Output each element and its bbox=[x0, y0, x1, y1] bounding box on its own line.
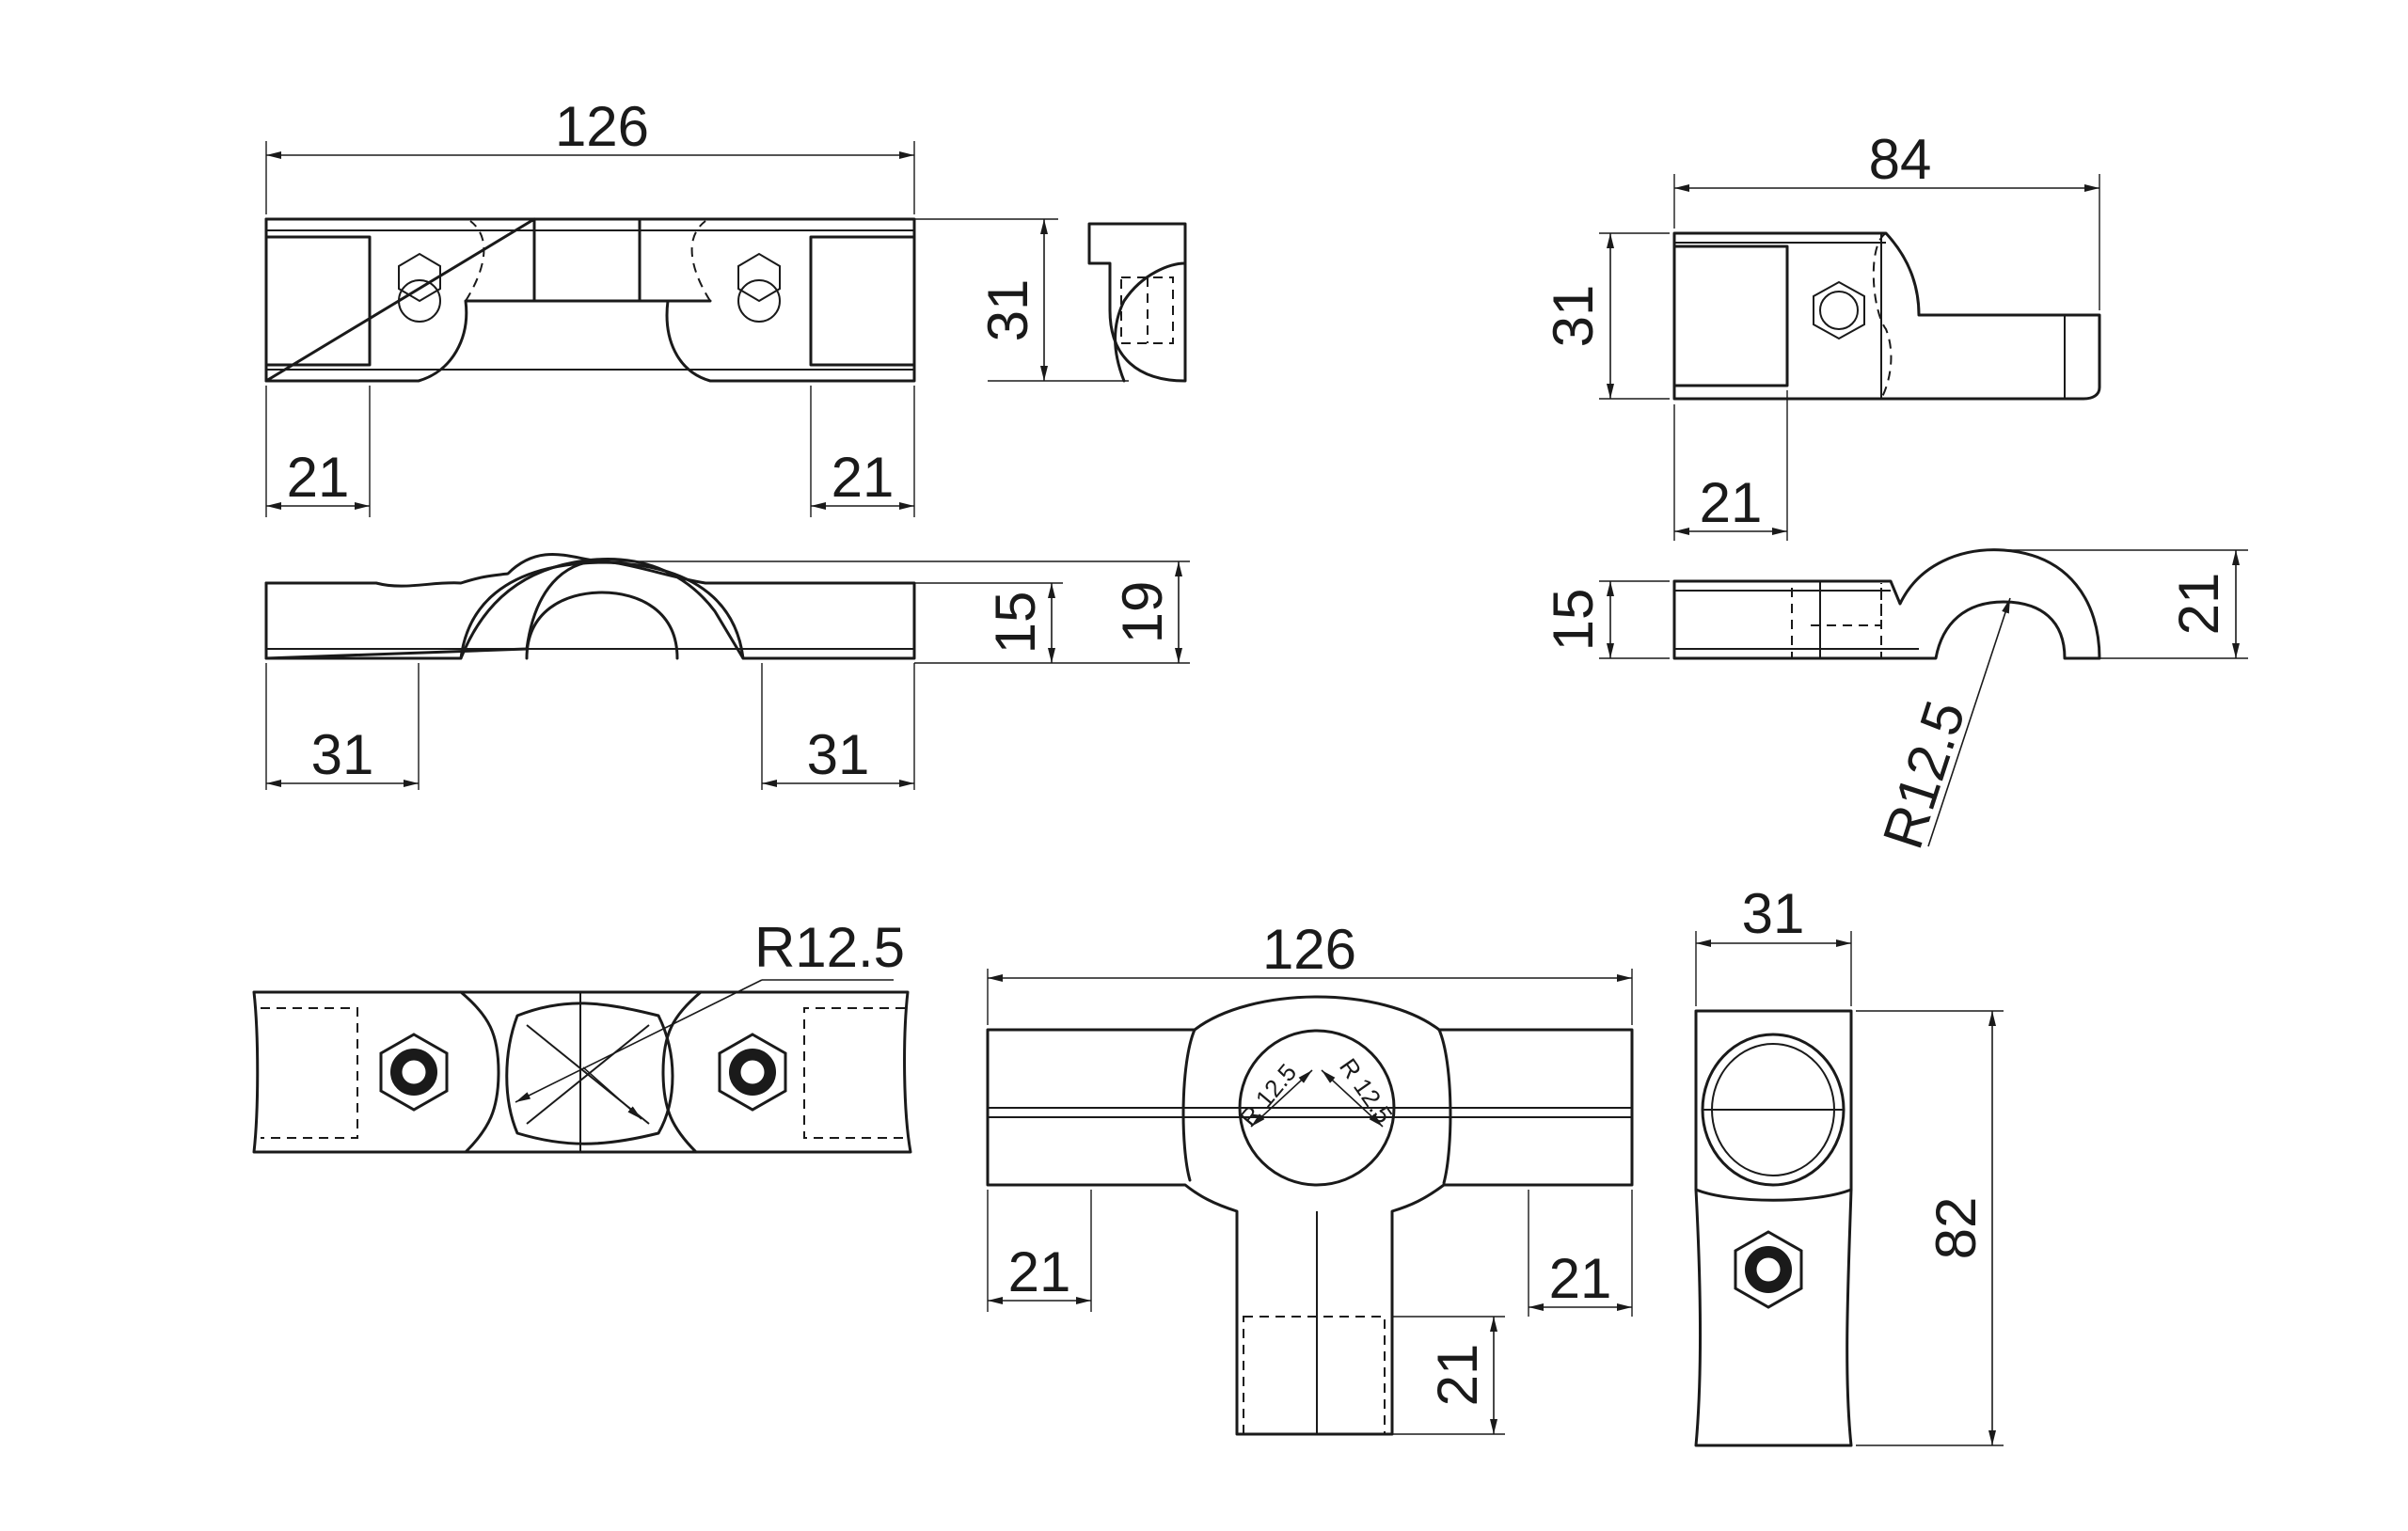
dim-right-socket-21-tee: 21 bbox=[1549, 1247, 1612, 1310]
view-double-clamp-side bbox=[264, 553, 916, 660]
view-double-clamp-plan bbox=[264, 217, 916, 383]
dims-view-3: 84 31 21 bbox=[1542, 128, 2100, 541]
view-double-clamp-end bbox=[1087, 222, 1187, 383]
right-nut bbox=[718, 1033, 787, 1112]
double-clamp-side-outline bbox=[264, 553, 604, 660]
dim-height-31: 31 bbox=[976, 279, 1039, 342]
nut-hidden bbox=[1813, 280, 1865, 340]
dim-right-socket-21: 21 bbox=[832, 446, 895, 509]
dim-height-31-right: 31 bbox=[1542, 285, 1605, 348]
dims-view-5: R12.5 bbox=[515, 916, 905, 1120]
dim-left-foot-31: 31 bbox=[311, 723, 374, 786]
dim-branch-socket-21: 21 bbox=[1426, 1344, 1489, 1407]
dim-width-31-end: 31 bbox=[1742, 882, 1805, 945]
left-socket-outline bbox=[264, 235, 372, 367]
end-view-nut bbox=[1734, 1230, 1803, 1309]
dim-overall-length-126-tee: 126 bbox=[1262, 918, 1356, 981]
right-socket-outline bbox=[809, 235, 916, 367]
right-nut-hidden bbox=[737, 252, 781, 323]
view-end bbox=[1694, 1009, 1853, 1447]
dim-radius-r12-5-tee-left: R 12.5 bbox=[1234, 1058, 1302, 1131]
dim-base-height-15: 15 bbox=[984, 592, 1047, 655]
dim-overall-length-84: 84 bbox=[1869, 128, 1932, 191]
dims-view-4: 15 21 R12.5 bbox=[1542, 549, 2248, 856]
socket-outline bbox=[1672, 245, 1789, 387]
tee-body-outline bbox=[986, 995, 1634, 1436]
dims-view-6: 126 21 21 21 bbox=[987, 918, 1633, 1435]
view-tee: R 12.5 R 12.5 bbox=[986, 995, 1634, 1436]
dim-radius-r12-5-right: R12.5 bbox=[1871, 693, 1977, 856]
dim-total-height-21-right: 21 bbox=[2167, 573, 2230, 636]
dim-height-82-end: 82 bbox=[1925, 1197, 1988, 1260]
dim-base-height-15-right: 15 bbox=[1542, 589, 1605, 652]
single-clamp-side-outline bbox=[1672, 548, 2101, 660]
double-clamp-plan-outline bbox=[264, 217, 916, 383]
dims-view-1: 126 31 21 21 bbox=[265, 95, 1129, 517]
tee-bore bbox=[1238, 1029, 1396, 1187]
dim-socket-21-right: 21 bbox=[1700, 471, 1763, 534]
end-view-outline bbox=[1087, 222, 1187, 383]
view-single-clamp-side bbox=[1672, 548, 2101, 660]
dim-right-foot-31: 31 bbox=[807, 723, 870, 786]
dim-overall-length-126: 126 bbox=[555, 95, 649, 158]
dim-radius-r12-5-left: R12.5 bbox=[754, 916, 905, 979]
dims-view-7: 31 82 bbox=[1695, 882, 2004, 1446]
left-nut bbox=[379, 1033, 449, 1112]
single-clamp-plan-outline bbox=[1672, 231, 2101, 401]
double-clamp-top-outline bbox=[252, 990, 912, 1154]
dim-left-socket-21-tee: 21 bbox=[1008, 1240, 1071, 1303]
dims-view-2: 31 31 15 19 bbox=[265, 560, 1190, 790]
dim-total-height-19: 19 bbox=[1111, 581, 1174, 644]
end-view-body-outline bbox=[1694, 1009, 1853, 1447]
view-single-clamp-plan bbox=[1672, 231, 2101, 401]
left-nut-hidden bbox=[398, 252, 441, 323]
view-double-clamp-top bbox=[252, 990, 912, 1154]
dim-left-socket-21: 21 bbox=[287, 446, 350, 509]
